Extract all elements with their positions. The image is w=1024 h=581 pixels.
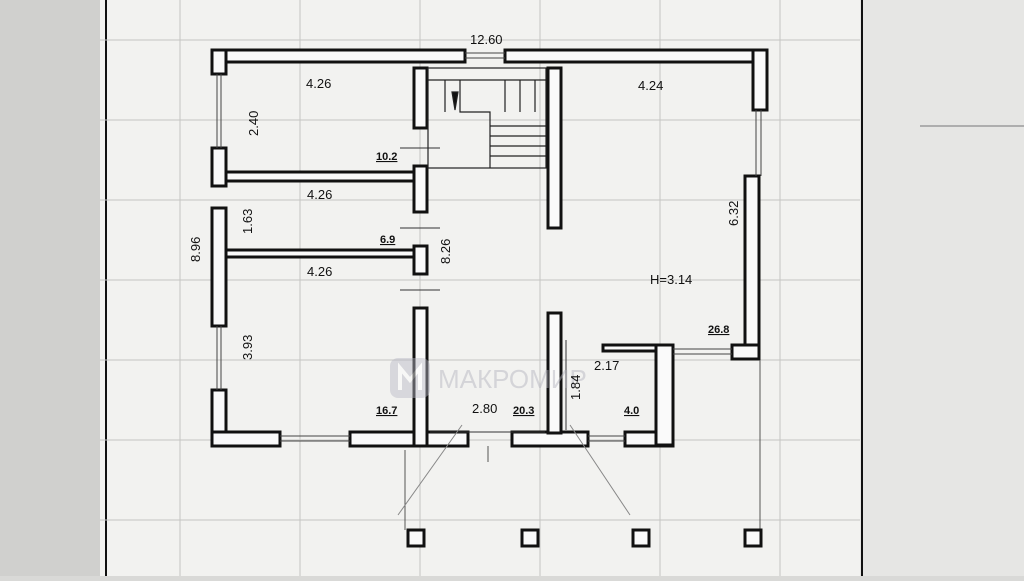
bath-width-label: 2.17 (594, 358, 619, 373)
interior-walls (224, 66, 563, 448)
middle-left-width-label: 4.26 (307, 187, 332, 202)
bath-depth-label: 1.84 (568, 375, 583, 400)
entrance-width-label: 2.80 (472, 401, 497, 416)
ceiling-height-label: H=3.14 (650, 272, 692, 287)
door-marks (400, 147, 567, 433)
staircase (427, 67, 547, 169)
area-middle-left: 6.9 (380, 234, 395, 246)
top-left-depth-label: 2.40 (246, 111, 261, 136)
overall-width-label: 12.60 (470, 32, 503, 47)
top-left-width-label: 4.26 (306, 76, 331, 91)
bottom-left-depth-label: 3.93 (240, 335, 255, 360)
watermark-logo: МАКРОМИР (390, 358, 587, 398)
middle-left-depth-label: 1.63 (240, 209, 255, 234)
right-room-depth-label: 6.32 (726, 201, 741, 226)
area-top-left: 10.2 (376, 151, 397, 163)
right-margin (860, 0, 1024, 576)
area-hall: 20.3 (513, 405, 534, 417)
windows (216, 52, 762, 442)
outer-walls (210, 48, 769, 448)
right-room-width-label: 4.24 (638, 78, 663, 93)
bottom-left-width-label: 4.26 (307, 264, 332, 279)
area-right-room: 26.8 (708, 324, 729, 336)
watermark-text: МАКРОМИР (438, 364, 587, 394)
area-bottom-left: 16.7 (376, 405, 397, 417)
corridor-depth-label: 8.26 (438, 239, 453, 264)
porch (397, 360, 763, 548)
area-bath: 4.0 (624, 405, 639, 417)
left-margin (0, 0, 100, 576)
overall-depth-label: 8.96 (188, 237, 203, 262)
